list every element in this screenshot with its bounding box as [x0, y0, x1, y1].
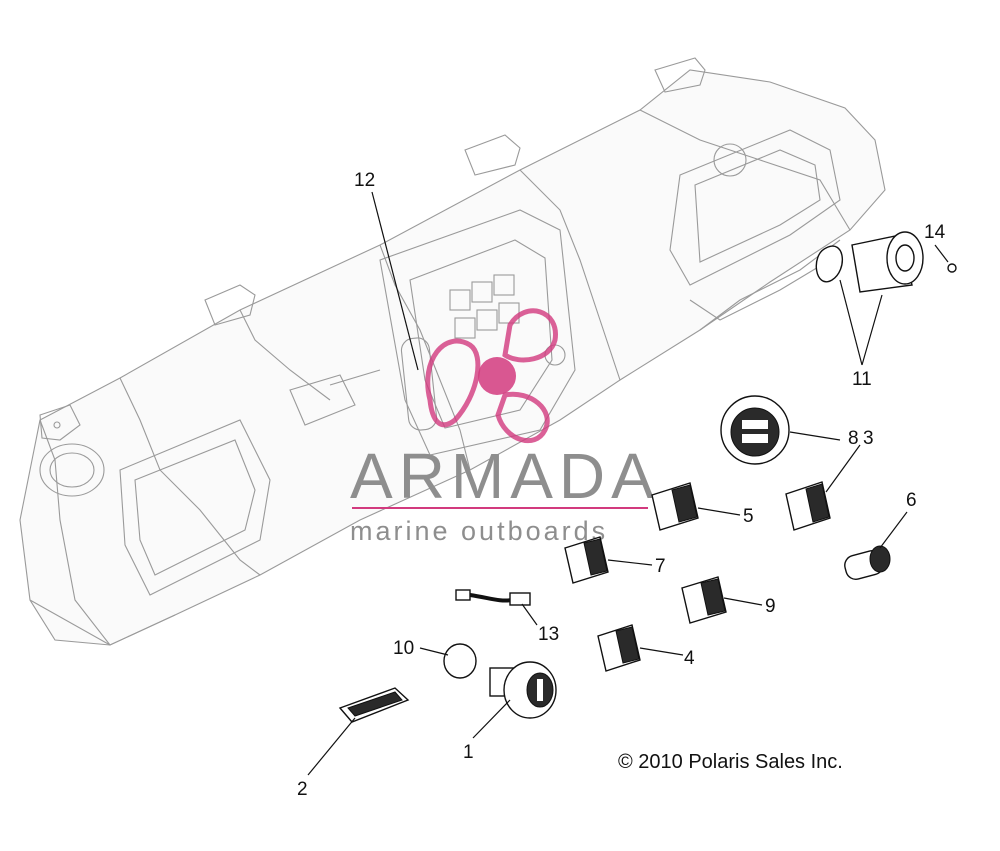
part-10-o-ring	[443, 643, 477, 679]
callout-9: 9	[765, 596, 776, 617]
callout-6: 6	[906, 490, 917, 511]
part-13-wire-harness	[455, 589, 531, 606]
armada-logo	[425, 308, 558, 444]
part-9-rocker-switch	[681, 576, 727, 624]
dashboard-assembly	[19, 57, 886, 646]
callout-3: 3	[863, 428, 874, 449]
part-2-gear-indicator	[338, 687, 410, 723]
part-14-screw	[947, 263, 957, 273]
callout-7: 7	[655, 556, 666, 577]
callout-10: 10	[393, 638, 414, 659]
watermark-subtitle: marine outboards	[350, 516, 608, 546]
callout-14: 14	[924, 222, 946, 243]
callout-1: 1	[463, 742, 474, 763]
copyright-notice: © 2010 Polaris Sales Inc.	[618, 751, 843, 773]
part-1-ignition-switch	[489, 661, 557, 719]
part-5-rocker-switch	[651, 482, 699, 531]
leader-lines	[307, 191, 949, 776]
part-7-rocker-switch	[564, 536, 609, 584]
part-6-power-socket	[844, 545, 891, 580]
part-11-gauge-bezel	[815, 231, 924, 293]
part-8-round-outlet	[720, 395, 790, 465]
watermark-title: ARMADA	[350, 440, 660, 512]
callout-8: 8	[848, 428, 859, 449]
callout-2: 2	[297, 779, 308, 800]
part-3-rocker-switch	[785, 481, 831, 531]
callout-5: 5	[743, 506, 754, 527]
part-4-rocker-switch	[597, 624, 641, 672]
callout-13: 13	[538, 624, 559, 645]
callout-11: 11	[852, 369, 872, 390]
callout-12: 12	[354, 170, 375, 191]
callout-4: 4	[684, 648, 695, 669]
